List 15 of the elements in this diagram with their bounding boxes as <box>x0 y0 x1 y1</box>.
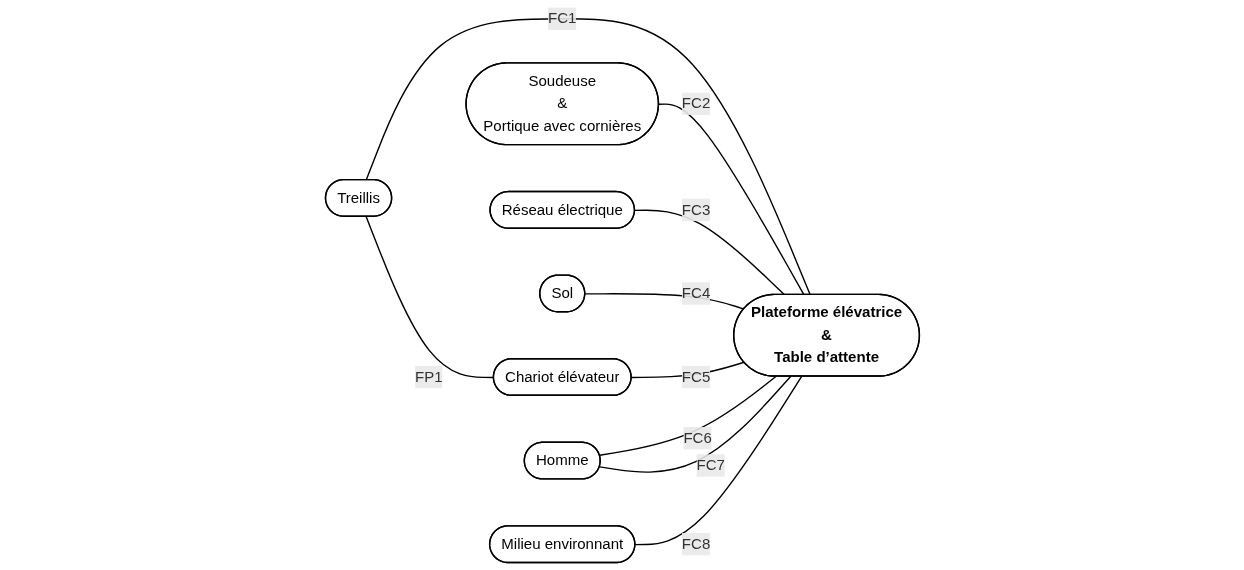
edge-label: FC2 <box>681 95 710 112</box>
edge-label: FC8 <box>681 535 710 552</box>
edge-label: FC5 <box>681 368 710 385</box>
edge-label: FP1 <box>414 368 443 385</box>
edge-label: FC3 <box>681 201 710 218</box>
connector <box>598 375 791 473</box>
connector <box>657 103 805 296</box>
connector <box>633 209 785 296</box>
edge-label: FC6 <box>682 429 712 446</box>
connector <box>634 375 802 546</box>
edge-label: FC1 <box>547 10 576 27</box>
edge-label: FC7 <box>696 456 725 473</box>
connector <box>598 375 777 456</box>
connector <box>365 18 811 296</box>
edge-label: FC4 <box>681 284 710 301</box>
